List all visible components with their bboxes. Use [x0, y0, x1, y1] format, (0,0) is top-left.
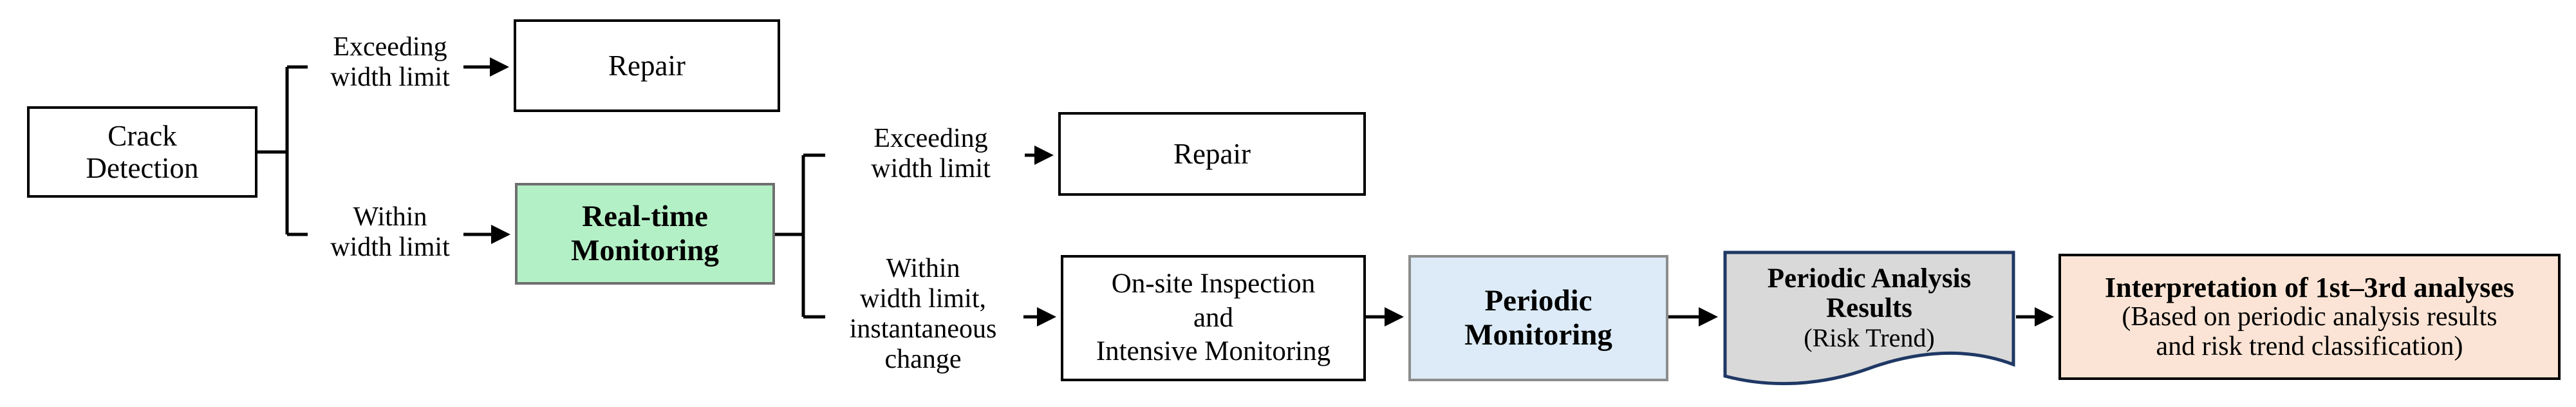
onsite-inspection-line-2: and — [1193, 302, 1234, 333]
edge-label-within-first-line-2: width limit — [330, 232, 450, 263]
periodic-monitoring-box: Periodic Monitoring — [1408, 255, 1668, 381]
onsite-inspection-box: On-site Inspection and Intensive Monitor… — [1061, 255, 1366, 381]
periodic-monitoring-line-2: Monitoring — [1464, 318, 1612, 352]
edge-label-within-second-line-2: width limit, — [859, 284, 986, 314]
periodic-results-title-line-2: Results — [1826, 293, 1912, 324]
edge-label-within-second-line-4: change — [884, 345, 962, 375]
periodic-results-subtitle: (Risk Trend) — [1804, 323, 1935, 352]
crack-detection-box: Crack Detection — [27, 106, 257, 198]
repair-box-second: Repair — [1058, 112, 1366, 196]
edge-label-exceeding-second-line-1: Exceeding — [873, 124, 988, 153]
interpretation-title: Interpretation of 1st–3rd analyses — [2105, 271, 2514, 303]
realtime-monitoring-line-2: Monitoring — [571, 234, 719, 267]
edge-label-exceeding-first-line-2: width limit — [330, 62, 450, 93]
onsite-inspection-line-3: Intensive Monitoring — [1096, 336, 1331, 367]
document-shape-outline — [1723, 251, 2015, 386]
realtime-monitoring-box: Real-time Monitoring — [515, 183, 775, 285]
repair-first-label: Repair — [608, 49, 686, 82]
onsite-inspection-line-1: On-site Inspection — [1111, 269, 1316, 299]
realtime-monitoring-line-1: Real-time — [582, 200, 708, 234]
edge-label-within-second: Within width limit, instantaneous change — [850, 254, 997, 375]
interpretation-body-line-2: and risk trend classification) — [2156, 331, 2463, 361]
edge-label-exceeding-first: Exceeding width limit — [330, 32, 450, 93]
interpretation-body-line-1: (Based on periodic analysis results — [2122, 302, 2497, 332]
edge-label-within-first: Within width limit — [330, 202, 450, 263]
crack-detection-line-1: Crack — [107, 119, 177, 152]
repair-box-first: Repair — [514, 19, 780, 112]
repair-second-label: Repair — [1173, 137, 1251, 170]
edge-label-exceeding-second-line-2: width limit — [871, 154, 991, 184]
periodic-results-document-shape: Periodic Analysis Results (Risk Trend) — [1722, 250, 2016, 393]
periodic-results-text: Periodic Analysis Results (Risk Trend) — [1722, 263, 2016, 352]
edge-label-within-second-line-1: Within — [886, 254, 960, 283]
periodic-results-title-line-1: Periodic Analysis — [1767, 263, 1972, 294]
periodic-monitoring-line-1: Periodic — [1484, 284, 1592, 318]
edge-label-exceeding-second: Exceeding width limit — [871, 124, 991, 184]
crack-detection-line-2: Detection — [86, 152, 199, 184]
edge-label-within-first-line-1: Within — [353, 202, 427, 232]
interpretation-box: Interpretation of 1st–3rd analyses (Base… — [2058, 254, 2561, 380]
edge-label-exceeding-first-line-1: Exceeding — [333, 32, 447, 62]
edge-label-within-second-line-3: instantaneous — [849, 314, 997, 345]
